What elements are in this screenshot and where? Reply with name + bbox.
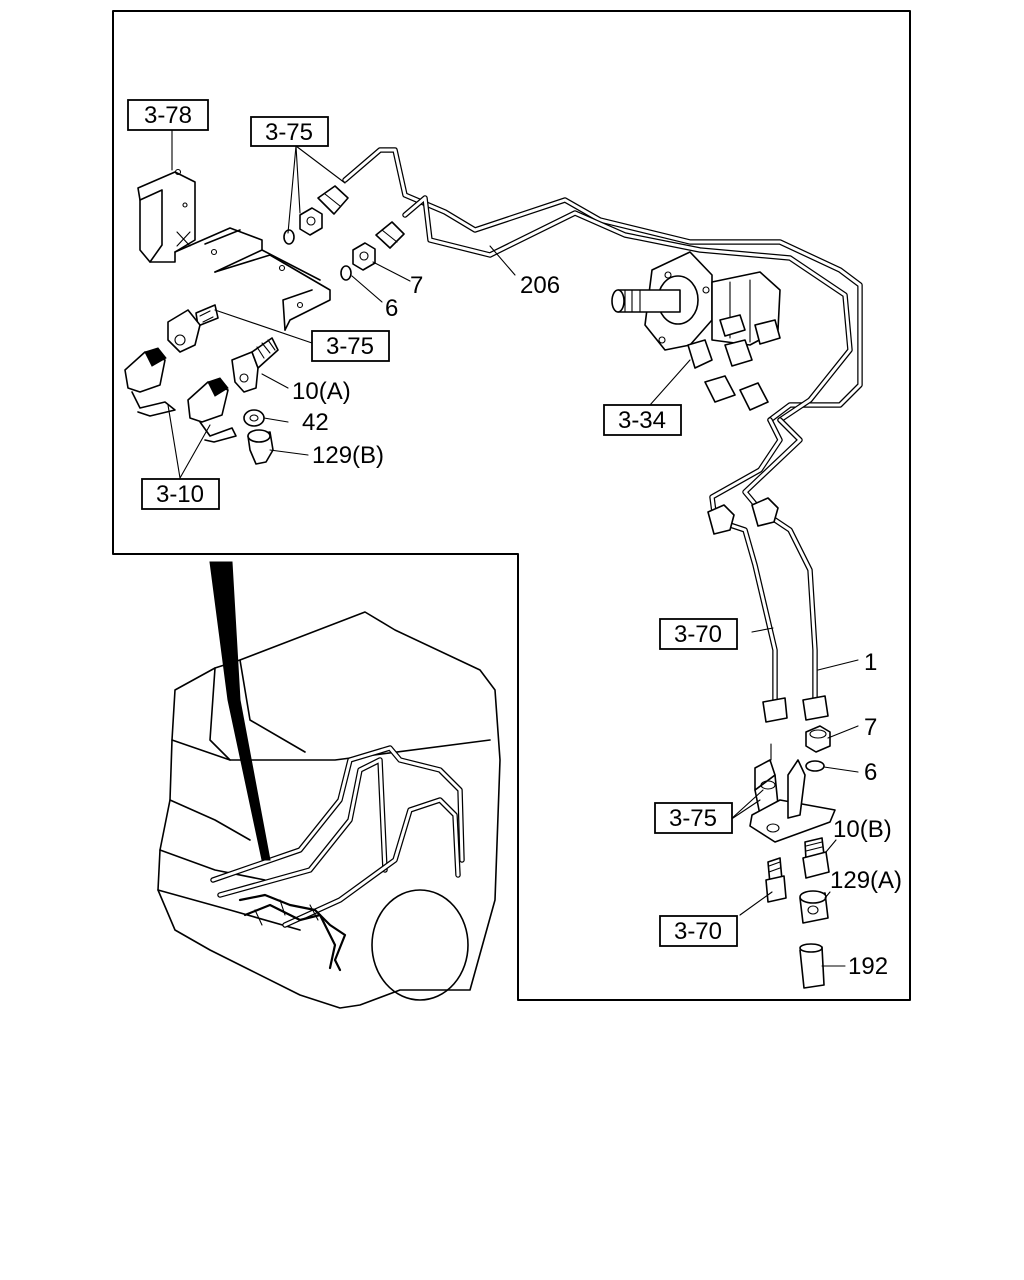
part-206: 206 (520, 272, 560, 299)
pipe-connector-upper (167, 304, 219, 353)
connector-10b (802, 837, 830, 879)
ref-box-3-75-mid (311, 330, 390, 362)
brake-switch-right (187, 377, 237, 443)
brake-valve-assembly (611, 251, 781, 411)
ref-box-3-70-lower (659, 915, 738, 947)
lower-bracket (749, 743, 836, 843)
part-10a: 10(A) (292, 378, 351, 405)
nut-7-lower (805, 725, 831, 753)
part-129b: 129(B) (312, 442, 384, 469)
pipe-nuts-middle (707, 497, 829, 723)
ref-3-78: 3-78 (144, 102, 192, 129)
ref-3-10: 3-10 (156, 481, 204, 508)
ref-box-3-75-top (250, 116, 329, 147)
part-6-lower: 6 (864, 759, 877, 786)
brake-pipe-206 (342, 147, 863, 423)
part-129a: 129(A) (830, 867, 902, 894)
ref-box-3-70-upper (659, 618, 738, 650)
brake-pipe-1 (709, 417, 818, 703)
ref-box-3-75-bottom (654, 802, 733, 834)
mounting-bracket (137, 168, 331, 331)
brake-switch-left (124, 347, 176, 417)
hose-192 (799, 943, 825, 989)
ref-box-3-10 (141, 478, 220, 510)
part-42: 42 (302, 409, 329, 436)
part-10b: 10(B) (833, 816, 892, 843)
washer-6-lower (805, 760, 825, 772)
ref-3-70-upper: 3-70 (674, 621, 722, 648)
connector-3-70-lower (765, 857, 787, 903)
part-7-upper: 7 (410, 272, 423, 299)
tee-connector-10a (231, 337, 279, 393)
part-7-lower: 7 (864, 714, 877, 741)
truck-cab-illustration (157, 561, 501, 1009)
detail-frame (112, 10, 911, 1001)
fitting-129b (247, 429, 274, 465)
ref-3-70-lower: 3-70 (674, 918, 722, 945)
part-192: 192 (848, 953, 888, 980)
nut-7-upper (299, 207, 376, 271)
ref-box-3-34 (603, 404, 682, 436)
flare-nut-upper-left (317, 185, 405, 249)
ref-3-34: 3-34 (618, 407, 666, 434)
detail-leader-thick (209, 561, 271, 861)
part-1: 1 (864, 649, 877, 676)
washer-42 (243, 409, 265, 427)
ref-3-75-bottom: 3-75 (669, 805, 717, 832)
ref-3-75-top: 3-75 (265, 119, 313, 146)
leader-lines (167, 129, 859, 967)
ref-box-3-78 (127, 99, 209, 131)
part-6-upper: 6 (385, 295, 398, 322)
ref-3-75-mid: 3-75 (326, 333, 374, 360)
fitting-129a (799, 890, 829, 924)
washer-6-upper (283, 229, 352, 281)
